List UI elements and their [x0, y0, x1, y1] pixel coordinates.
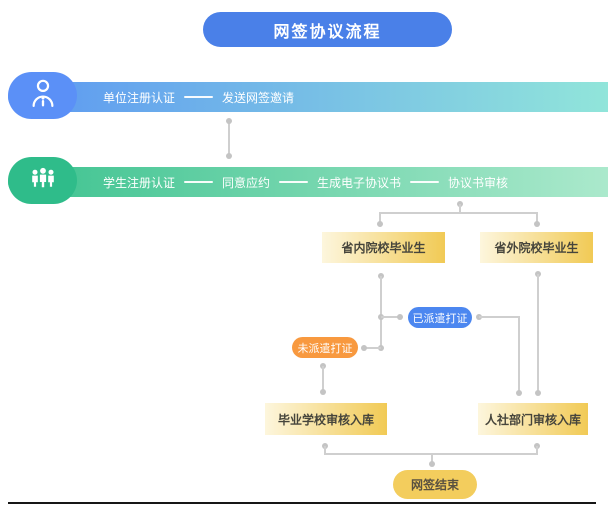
connector-dot: [534, 221, 540, 227]
connector-dot: [516, 390, 522, 396]
connector-line: [518, 316, 520, 393]
lane-employer-badge: [8, 72, 77, 119]
node-label: 省外院校毕业生: [494, 241, 579, 255]
connector-dot: [377, 221, 383, 227]
connector-line: [380, 212, 538, 214]
node-label: 毕业学校审核入库: [277, 412, 374, 427]
connector-dot: [378, 345, 384, 351]
step-connector-dash: [410, 181, 440, 183]
connector-line: [380, 276, 382, 348]
connector-dot: [226, 153, 232, 159]
connector-line: [322, 366, 324, 392]
node-hr-review: 人社部门审核入库: [478, 403, 588, 435]
user-icon: [28, 77, 58, 114]
node-label: 人社部门审核入库: [484, 412, 581, 427]
connector-dot: [320, 389, 326, 395]
node-label: 已派遣打证: [412, 312, 468, 325]
connector-dot: [361, 345, 367, 351]
node-external-graduates: 省外院校毕业生: [480, 232, 593, 263]
connector-line: [381, 316, 399, 318]
node-dispatched: 已派遣打证: [408, 307, 472, 328]
node-label: 未派遣打证: [297, 342, 353, 355]
lane-student-badge: [8, 157, 77, 204]
connector-dot: [429, 461, 435, 467]
step-connector-dash: [184, 181, 214, 183]
lane-step-label: 单位注册认证: [103, 90, 176, 105]
node-label: 网签结束: [410, 478, 459, 492]
node-end: 网签结束: [393, 470, 477, 499]
step-connector-dash: [184, 96, 214, 98]
page-bottom-rule: [8, 502, 596, 504]
lane-employer-bar: 单位注册认证 发送网签邀请: [8, 82, 608, 112]
node-undispatched: 未派遣打证: [292, 337, 358, 358]
connector-line: [459, 204, 461, 214]
node-label: 省内院校毕业生: [341, 241, 426, 255]
connector-line: [536, 212, 538, 223]
node-school-review: 毕业学校审核入库: [265, 403, 387, 435]
lane-step-label: 同意应约: [222, 175, 271, 190]
connector-line: [479, 316, 520, 318]
title-pill: 网签协议流程: [203, 12, 452, 47]
connector-dot: [226, 118, 232, 124]
connector-dot: [535, 390, 541, 396]
connector-line: [324, 446, 326, 455]
connector-line: [537, 274, 539, 393]
connector-line: [431, 454, 433, 463]
connector-dot: [397, 314, 403, 320]
node-internal-graduates: 省内院校毕业生: [322, 232, 445, 263]
connector-line: [536, 446, 538, 455]
group-icon: [26, 165, 60, 196]
lane-step-label: 生成电子协议书: [317, 175, 402, 190]
connector-line: [379, 212, 381, 223]
step-connector-dash: [279, 181, 309, 183]
lane-step-label: 学生注册认证: [103, 175, 176, 190]
connector-line: [364, 347, 381, 349]
connector-line: [228, 121, 230, 156]
page-title: 网签协议流程: [273, 23, 382, 41]
lane-step-label: 发送网签邀请: [222, 90, 295, 105]
lane-student-bar: 学生注册认证 同意应约 生成电子协议书 协议书审核: [8, 167, 608, 197]
lane-step-label: 协议书审核: [448, 175, 509, 190]
